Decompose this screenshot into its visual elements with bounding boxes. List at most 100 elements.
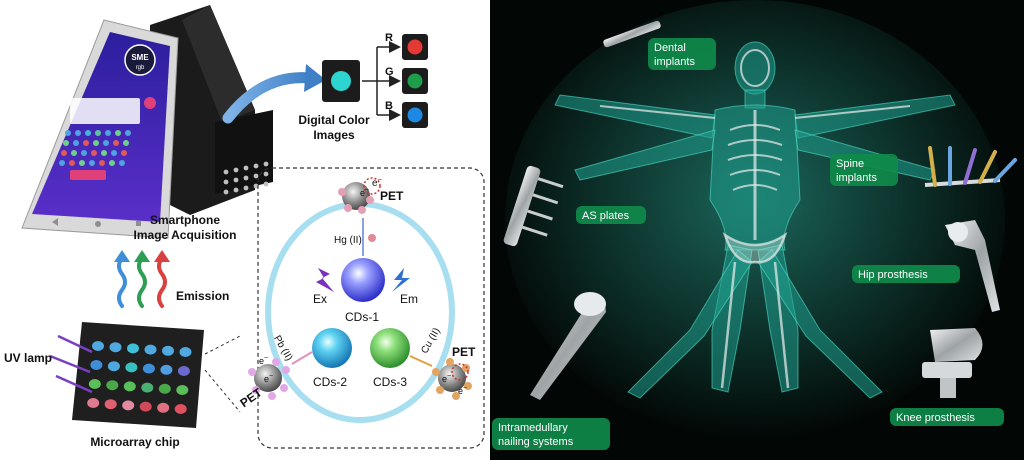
pet-sphere-top bbox=[342, 182, 370, 210]
label-nailing-line-2: nailing systems bbox=[498, 436, 574, 448]
dental-implant bbox=[603, 20, 661, 48]
chip-well bbox=[109, 342, 122, 353]
chip-well bbox=[123, 381, 136, 392]
hip-prosthesis bbox=[945, 220, 1000, 312]
chip-well bbox=[125, 362, 138, 373]
arm-bone-r bbox=[794, 105, 911, 119]
pet-ions-top bbox=[338, 188, 374, 214]
smartphone: SME rgb bbox=[21, 19, 179, 239]
chip-well bbox=[174, 404, 187, 414]
channel-letter-b: B bbox=[385, 100, 393, 112]
chip-well bbox=[158, 383, 171, 394]
leg-bone-r bbox=[773, 261, 790, 389]
pet-sphere-left bbox=[254, 364, 282, 392]
chip-well bbox=[87, 398, 100, 408]
label-as-plates-bg bbox=[576, 206, 646, 224]
excitation-bolt-icon bbox=[316, 268, 334, 292]
cds1-label: CDs-1 bbox=[345, 310, 379, 324]
chip-well bbox=[127, 343, 139, 354]
label-hip-line-1: Hip prosthesis bbox=[858, 269, 928, 281]
skeleton bbox=[599, 49, 911, 389]
chip-well bbox=[160, 364, 173, 375]
chip-well bbox=[157, 402, 170, 413]
channel-letter-r: R bbox=[385, 32, 393, 44]
hg-ion bbox=[368, 234, 376, 242]
chip-well bbox=[90, 360, 103, 370]
electron-top-1: e− bbox=[372, 177, 382, 189]
phone-nav-icons bbox=[52, 218, 141, 227]
human-body bbox=[554, 41, 956, 399]
channel-branch-lines bbox=[362, 41, 401, 121]
electron-right-2: e− bbox=[458, 385, 467, 396]
label-spine: Spine implants bbox=[830, 154, 898, 186]
label-as-plates: AS plates bbox=[576, 206, 646, 224]
chip-well bbox=[92, 341, 104, 351]
label-nailing-line-1: Intramedullary bbox=[498, 422, 568, 434]
pet-label-top: PET bbox=[380, 189, 404, 203]
screen-logo-line1: SME bbox=[131, 53, 149, 62]
zoom-line-top bbox=[204, 335, 241, 355]
electron-top-2: e− bbox=[360, 187, 369, 198]
body-arm-left-down bbox=[574, 129, 716, 181]
chip-wells bbox=[87, 341, 192, 414]
emission-head-blue bbox=[114, 250, 130, 262]
pet-ions-right bbox=[432, 358, 472, 400]
digital-images-label-1: Digital Color bbox=[298, 113, 370, 127]
emission-label: Emission bbox=[176, 289, 229, 303]
knee-prosthesis bbox=[922, 328, 983, 398]
chip-well bbox=[107, 361, 120, 372]
chip-well bbox=[176, 385, 189, 395]
cds3-particle bbox=[370, 328, 410, 368]
label-dental-bg bbox=[648, 38, 716, 70]
pelvis-bone bbox=[722, 231, 788, 264]
skull-bone bbox=[740, 49, 770, 87]
electron-left-2: e− bbox=[264, 373, 273, 384]
pet-orbit-right bbox=[451, 363, 469, 381]
chip-well bbox=[142, 363, 155, 374]
emission-arrows bbox=[117, 256, 167, 308]
label-spine-line-2: implants bbox=[836, 172, 877, 184]
screen-logo-circle bbox=[124, 44, 156, 76]
pb-link bbox=[291, 351, 313, 365]
electron-right-1: e− bbox=[442, 373, 451, 384]
label-as-plates-line-1: AS plates bbox=[582, 210, 630, 222]
ex-label: Ex bbox=[313, 292, 327, 306]
phone-screen bbox=[32, 32, 170, 222]
emission-arrow-blue bbox=[117, 256, 127, 308]
leg-bone-l bbox=[720, 261, 737, 389]
smartphone-label-1: Smartphone bbox=[150, 213, 220, 227]
label-nailing: Intramedullary nailing systems bbox=[492, 418, 610, 450]
chip-well bbox=[88, 379, 101, 389]
acquisition-arrow bbox=[222, 72, 316, 124]
pet-sphere-right bbox=[438, 364, 466, 392]
pet-label-right: PET bbox=[452, 345, 476, 359]
panel-divider bbox=[486, 0, 490, 460]
chip-well bbox=[139, 401, 152, 412]
chip-well bbox=[179, 347, 192, 357]
uv-lamp-label: UV lamp bbox=[4, 351, 52, 365]
uv-lines bbox=[49, 334, 93, 394]
emission-head-red bbox=[154, 250, 170, 262]
label-hip: Hip prosthesis bbox=[852, 265, 960, 283]
mechanism-box bbox=[257, 167, 485, 449]
screen-card bbox=[70, 98, 140, 124]
em-label: Em bbox=[400, 292, 418, 306]
emission-arrow-red bbox=[157, 256, 167, 308]
label-dental-line-2: implants bbox=[654, 56, 695, 68]
pet-ions-left bbox=[248, 358, 290, 400]
emission-bolt-icon bbox=[392, 268, 410, 292]
emission-head-green bbox=[134, 250, 150, 262]
left-panel: SME rgb Digital Color Images bbox=[0, 0, 486, 460]
label-nailing-bg bbox=[492, 418, 610, 450]
screen-logo-line2: rgb bbox=[136, 65, 145, 71]
label-spine-line-1: Spine bbox=[836, 158, 864, 170]
rib-bones bbox=[727, 124, 783, 191]
label-knee: Knee prosthesis bbox=[890, 408, 1004, 426]
chip-well bbox=[106, 380, 119, 391]
holder-dots bbox=[223, 161, 269, 195]
label-spine-bg bbox=[830, 154, 898, 186]
